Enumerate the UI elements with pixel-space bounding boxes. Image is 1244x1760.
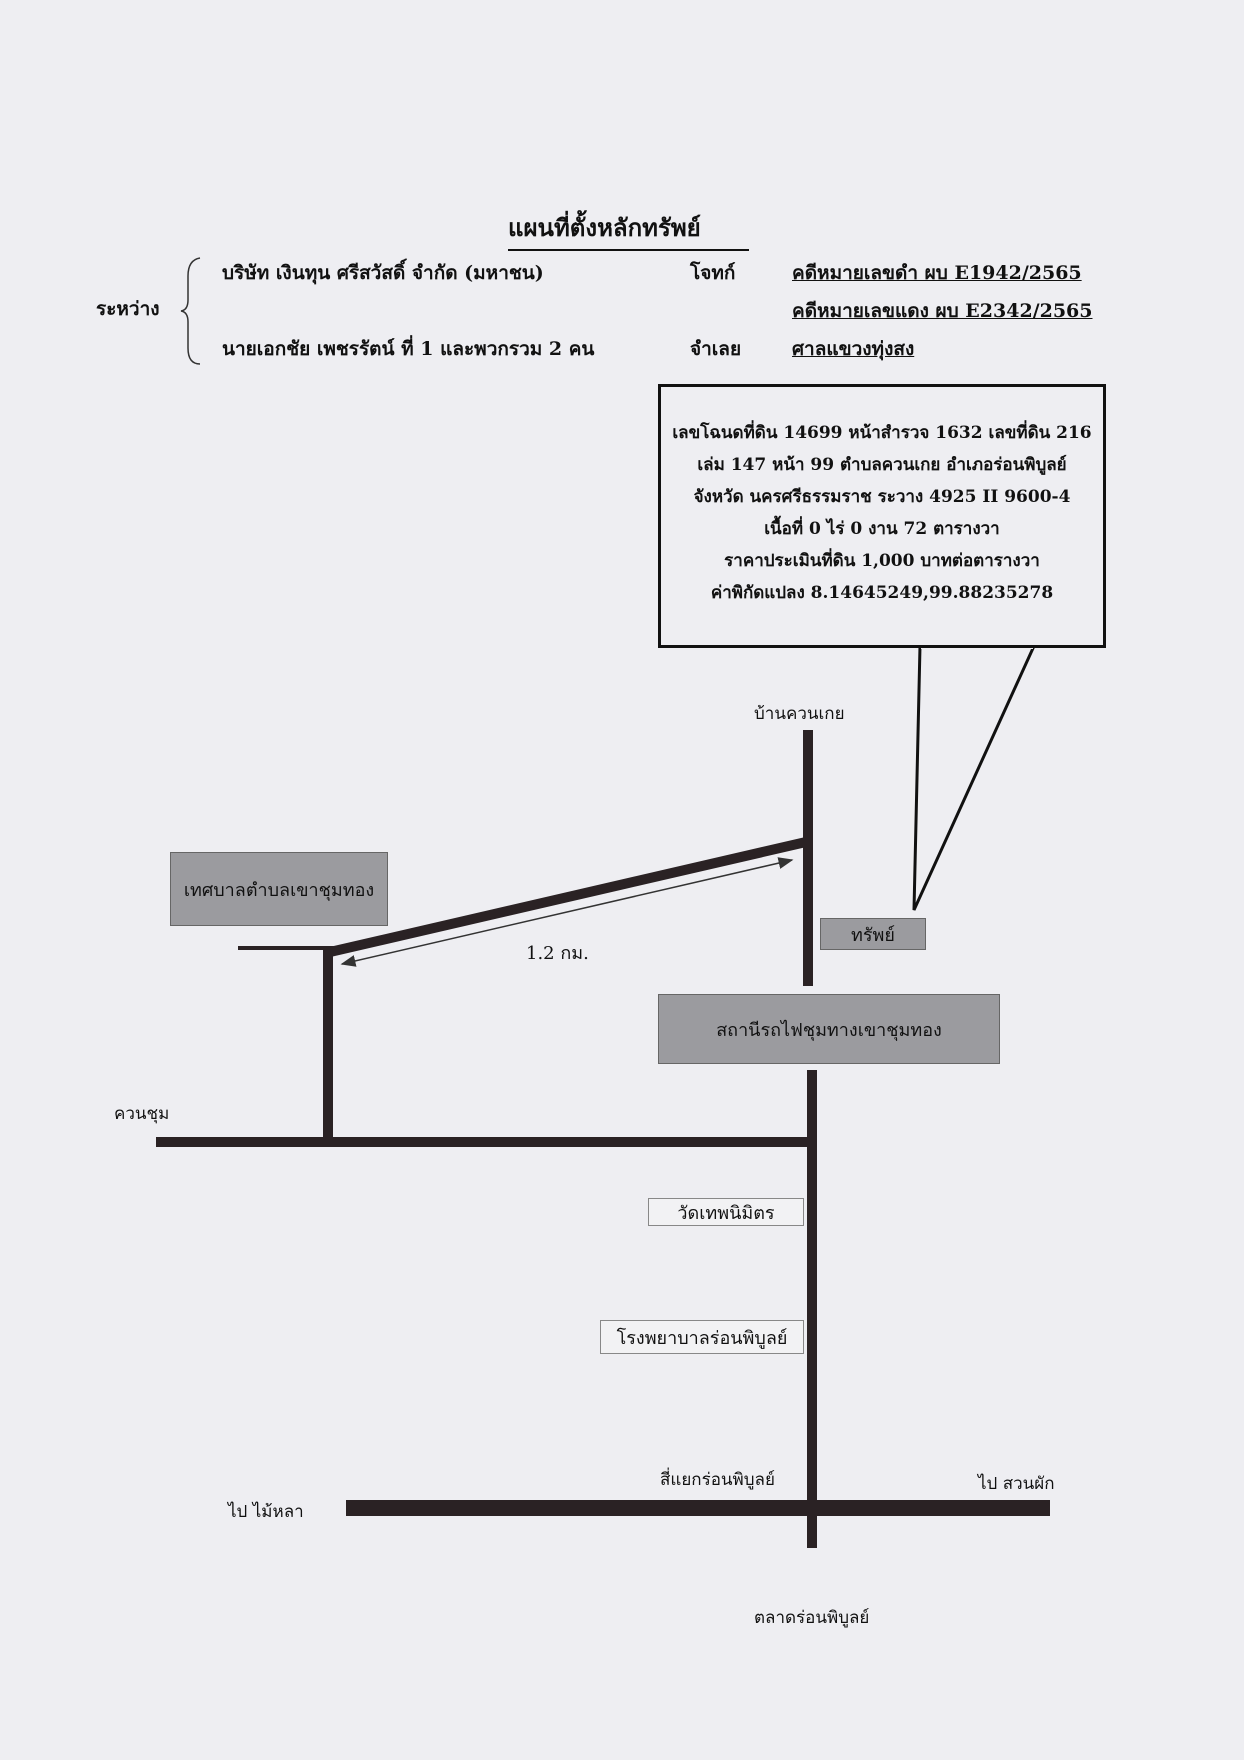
hospital-landmark: โรงพยาบาลร่อนพิบูลย์ (600, 1320, 804, 1354)
defendant-role: จำเลย (690, 338, 742, 360)
railway-station-box: สถานีรถไฟชุมทางเขาชุมทอง (658, 994, 1000, 1064)
road-diagonal (328, 837, 808, 957)
south-destination-label: ตลาดร่อนพิบูลย์ (754, 1608, 870, 1628)
distance-label: 1.2 กม. (526, 943, 589, 964)
callout-pointer (912, 644, 1037, 911)
deed-info-line: เลขโฉนดที่ดิน 14699 หน้าสำรวจ 1632 เลขที… (672, 423, 1092, 443)
appraisal-line: ราคาประเมินที่ดิน 1,000 บาทต่อตารางวา (724, 551, 1040, 571)
intersection-label: สี่แยกร่อนพิบูลย์ (660, 1470, 775, 1490)
east-destination-label: ไป สวนผัก (978, 1474, 1055, 1494)
plaintiff-name: บริษัท เงินทุน ศรีสวัสดิ์ จำกัด (มหาชน) (222, 262, 544, 284)
book-location-line: เล่ม 147 หน้า 99 ตำบลควนเกย อำเภอร่อนพิบ… (697, 455, 1067, 475)
north-destination-label: บ้านควนเกย (754, 704, 845, 724)
defendant-name: นายเอกชัย เพชรรัตน์ ที่ 1 และพวกรวม 2 คน (222, 338, 595, 360)
temple-landmark: วัดเทพนิมิตร (648, 1198, 804, 1226)
province-map-line: จังหวัด นครศรีธรรมราช ระวาง 4925 II 9600… (693, 487, 1071, 507)
between-label: ระหว่าง (96, 298, 160, 320)
khuan-chum-label: ควนชุม (114, 1104, 170, 1124)
red-case-number: คดีหมายเลขแดง ผบ E2342/2565 (792, 300, 1093, 322)
property-info-box: เลขโฉนดที่ดิน 14699 หน้าสำรวจ 1632 เลขที… (658, 384, 1106, 648)
west-destination-label: ไป ไม้หลา (228, 1502, 304, 1522)
page-title: แผนที่ตั้งหลักทรัพย์ (508, 208, 749, 251)
property-marker: ทรัพย์ (820, 918, 926, 950)
brace-icon (180, 257, 201, 365)
plaintiff-role: โจทก์ (690, 262, 736, 284)
municipality-box: เทศบาลตำบลเขาชุมทอง (170, 852, 388, 926)
area-line: เนื้อที่ 0 ไร่ 0 งาน 72 ตารางวา (764, 519, 1000, 539)
distance-arrow (340, 857, 794, 967)
court-name: ศาลแขวงทุ่งสง (792, 338, 915, 360)
coordinates-line: ค่าพิกัดแปลง 8.14645249,99.88235278 (710, 583, 1054, 603)
black-case-number: คดีหมายเลขดำ ผบ E1942/2565 (792, 262, 1082, 284)
